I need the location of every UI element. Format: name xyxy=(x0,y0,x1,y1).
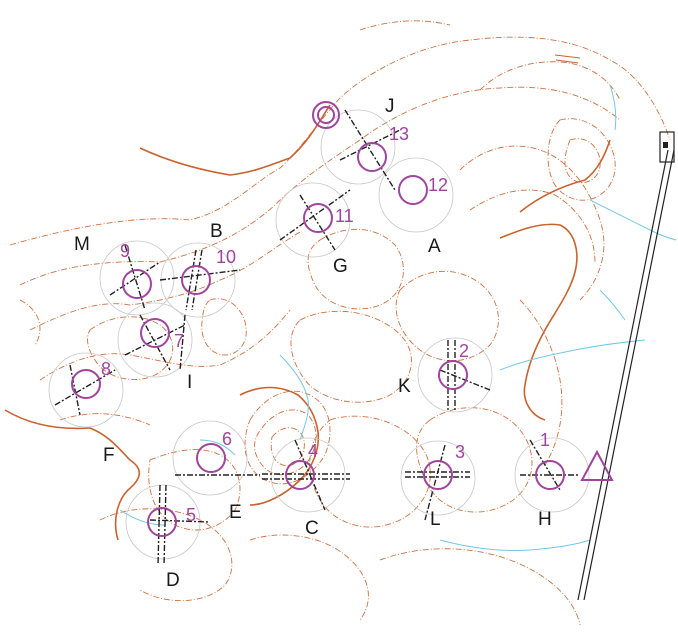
streams xyxy=(119,84,677,551)
zone-letter-f: F xyxy=(103,445,115,466)
zone-circles xyxy=(48,109,590,560)
control-number-5: 5 xyxy=(186,505,196,525)
contour-lines xyxy=(9,20,671,626)
control-circle-13 xyxy=(357,142,387,172)
control-circle-11 xyxy=(303,203,333,233)
control-circle-12 xyxy=(398,175,428,205)
zone-letter-l: L xyxy=(430,509,441,530)
zone-letter-m: M xyxy=(74,234,90,255)
control-number-4: 4 xyxy=(308,441,318,461)
control-circles xyxy=(71,142,565,537)
zone-letters: J A B M G I K F E C L H D xyxy=(74,96,552,591)
zone-letter-d: D xyxy=(166,570,180,591)
control-circle-10 xyxy=(181,265,211,295)
control-circle-9 xyxy=(122,269,152,299)
zone-letter-k: K xyxy=(398,376,411,397)
track-ticks xyxy=(54,109,580,566)
zone-letter-j: J xyxy=(385,96,395,117)
control-circle-1 xyxy=(535,460,565,490)
control-numbers: 1 2 3 4 5 6 7 8 9 10 11 12 13 xyxy=(101,124,550,525)
road xyxy=(554,54,675,601)
zone-letter-e: E xyxy=(229,502,242,523)
zone-letter-c: C xyxy=(305,518,319,539)
control-circle-4 xyxy=(285,460,315,490)
control-circle-2 xyxy=(438,360,468,390)
control-number-3: 3 xyxy=(455,442,465,462)
control-number-9: 9 xyxy=(120,241,130,261)
finish-double-circle-icon xyxy=(312,101,340,129)
start-triangle-icon xyxy=(580,449,614,481)
control-number-13: 13 xyxy=(389,124,409,144)
control-circle-8 xyxy=(71,369,101,399)
index-contours xyxy=(4,104,611,541)
zone-letter-a: A xyxy=(428,236,441,257)
control-number-7: 7 xyxy=(174,331,184,351)
control-number-10: 10 xyxy=(216,247,236,267)
control-circle-6 xyxy=(196,443,226,473)
zone-letter-b: B xyxy=(210,221,223,242)
control-number-11: 11 xyxy=(335,206,354,226)
control-number-8: 8 xyxy=(101,359,111,379)
control-circle-7 xyxy=(140,318,170,348)
zone-letter-i: I xyxy=(187,372,192,393)
control-number-2: 2 xyxy=(459,341,469,361)
control-number-6: 6 xyxy=(222,429,232,449)
control-number-12: 12 xyxy=(428,175,448,195)
zone-letter-g: G xyxy=(333,256,348,277)
control-circle-3 xyxy=(423,460,453,490)
zone-letter-h: H xyxy=(538,509,552,530)
control-circle-5 xyxy=(147,507,177,537)
control-number-1: 1 xyxy=(540,430,550,450)
